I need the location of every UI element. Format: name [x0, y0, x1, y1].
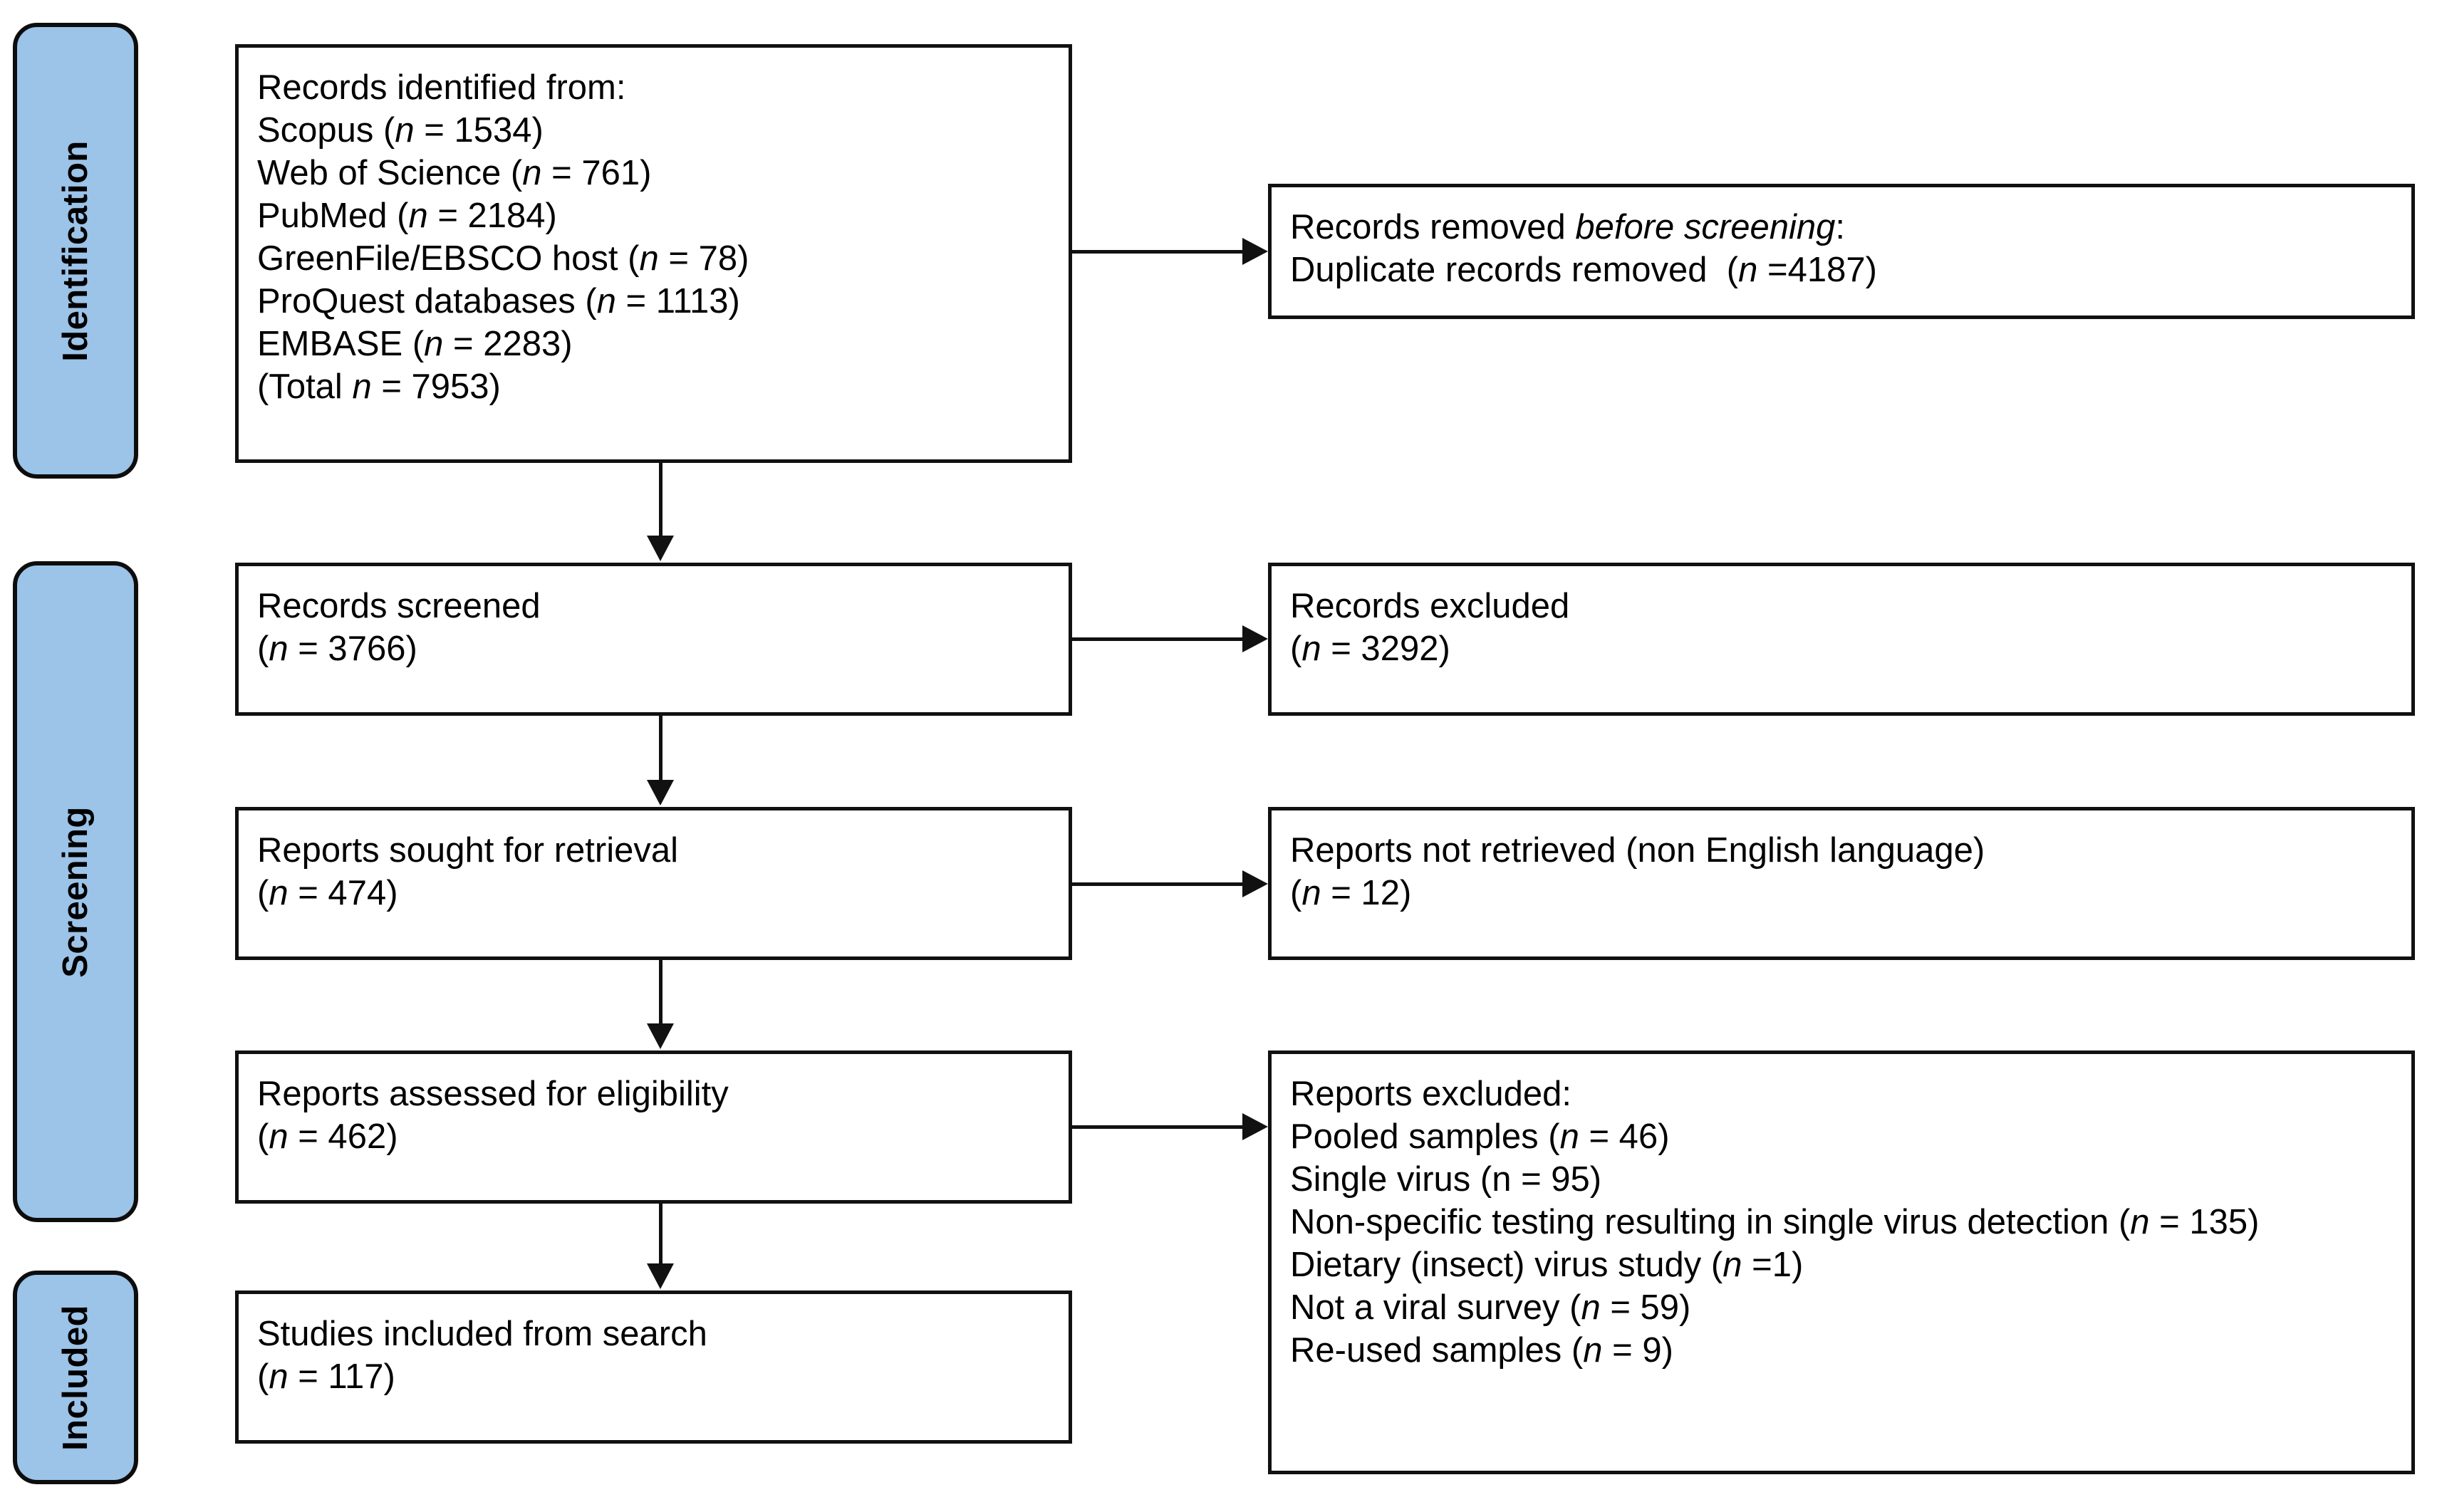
box-line: (n = 474) — [257, 874, 398, 912]
box-line: Studies included from search — [257, 1315, 707, 1353]
box-line: Reports not retrieved (non English langu… — [1290, 831, 1985, 870]
connector-assessed-to-included — [659, 1204, 662, 1263]
arrow-screened-to-sought — [647, 780, 674, 805]
box-line: GreenFile/EBSCO host (n = 78) — [257, 239, 749, 278]
box-line: PubMed (n = 2184) — [257, 197, 557, 235]
connector-screened-to-excluded — [1072, 637, 1243, 641]
stage-identification-label: Identification — [56, 140, 95, 362]
stage-included: Included — [13, 1271, 138, 1484]
box-records-screened-text: Records screened (n = 3766) — [257, 585, 1050, 670]
box-line: (Total n = 7953) — [257, 367, 501, 406]
stage-included-label: Included — [56, 1304, 95, 1451]
box-reports-excluded-text: Reports excluded: Pooled samples (n = 46)… — [1290, 1073, 2393, 1372]
stage-screening-label: Screening — [56, 805, 95, 978]
box-records-excluded: Records excluded (n = 3292) — [1268, 563, 2415, 716]
box-line: Records screened — [257, 587, 541, 625]
box-reports-assessed: Reports assessed for eligibility (n = 462… — [235, 1050, 1072, 1204]
connector-identified-to-removed — [1072, 250, 1243, 254]
connector-sought-to-not-retrieved — [1072, 882, 1243, 886]
arrow-screened-to-excluded — [1242, 625, 1268, 652]
box-line: Reports assessed for eligibility — [257, 1075, 729, 1113]
box-line: Records excluded — [1290, 587, 1570, 625]
connector-screened-to-sought — [659, 716, 662, 781]
arrow-identified-to-screened — [647, 536, 674, 561]
box-line: (n = 462) — [257, 1117, 398, 1156]
box-line: (n = 3766) — [257, 630, 417, 668]
stage-screening: Screening — [13, 561, 138, 1222]
stage-identification: Identification — [13, 23, 138, 479]
arrow-sought-to-not-retrieved — [1242, 870, 1268, 897]
box-line: Dietary (insect) virus study (n =1) — [1290, 1246, 1804, 1284]
box-records-removed-text: Records removed before screening: Duplica… — [1290, 206, 2393, 291]
box-line: (n = 117) — [257, 1357, 395, 1396]
box-records-screened: Records screened (n = 3766) — [235, 563, 1072, 716]
box-line: Not a viral survey (n = 59) — [1290, 1288, 1691, 1327]
box-records-excluded-text: Records excluded (n = 3292) — [1290, 585, 2393, 670]
connector-assessed-to-excluded — [1072, 1125, 1243, 1129]
box-line: Non-specific testing resulting in single… — [1290, 1203, 2260, 1241]
box-line: Duplicate records removed (n =4187) — [1290, 251, 1877, 289]
box-reports-assessed-text: Reports assessed for eligibility (n = 462… — [257, 1073, 1050, 1158]
arrow-sought-to-assessed — [647, 1023, 674, 1049]
box-records-identified: Records identified from: Scopus (n = 1534… — [235, 44, 1072, 463]
box-reports-not-retrieved-text: Reports not retrieved (non English langu… — [1290, 829, 2393, 914]
box-records-removed: Records removed before screening: Duplica… — [1268, 184, 2415, 319]
box-line: EMBASE (n = 2283) — [257, 325, 573, 363]
box-line: Web of Science (n = 761) — [257, 154, 652, 192]
box-line: Scopus (n = 1534) — [257, 111, 544, 150]
box-line: (n = 3292) — [1290, 630, 1450, 668]
box-line: Re-used samples (n = 9) — [1290, 1331, 1673, 1370]
box-reports-excluded: Reports excluded: Pooled samples (n = 46)… — [1268, 1050, 2415, 1474]
box-records-identified-text: Records identified from: Scopus (n = 1534… — [257, 66, 1050, 408]
box-line: Reports excluded: — [1290, 1075, 1571, 1113]
arrow-identified-to-removed — [1242, 238, 1268, 265]
arrow-assessed-to-included — [647, 1263, 674, 1289]
box-line: Single virus (n = 95) — [1290, 1160, 1602, 1199]
arrow-assessed-to-excluded — [1242, 1113, 1268, 1140]
connector-identified-to-screened — [659, 463, 662, 540]
box-line: Reports sought for retrieval — [257, 831, 678, 870]
box-studies-included-text: Studies included from search (n = 117) — [257, 1313, 1050, 1398]
box-line: Pooled samples (n = 46) — [1290, 1117, 1670, 1156]
box-reports-not-retrieved: Reports not retrieved (non English langu… — [1268, 807, 2415, 960]
box-reports-sought-text: Reports sought for retrieval (n = 474) — [257, 829, 1050, 914]
box-line: Records identified from: — [257, 68, 626, 107]
connector-sought-to-assessed — [659, 960, 662, 1024]
box-line: Records removed before screening: — [1290, 208, 1845, 246]
box-line: ProQuest databases (n = 1113) — [257, 282, 740, 320]
box-studies-included: Studies included from search (n = 117) — [235, 1291, 1072, 1444]
box-reports-sought: Reports sought for retrieval (n = 474) — [235, 807, 1072, 960]
box-line: (n = 12) — [1290, 874, 1412, 912]
